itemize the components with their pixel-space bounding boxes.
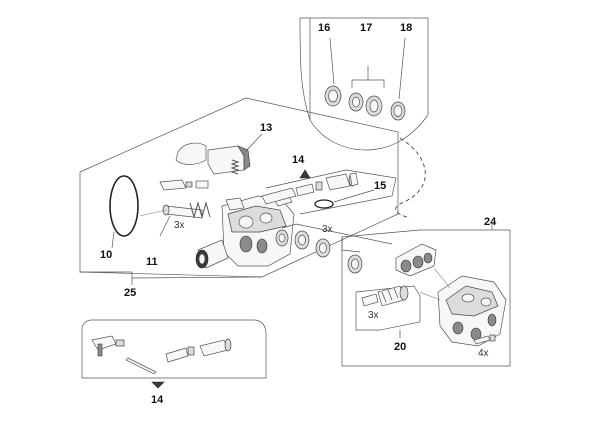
pump-body — [195, 191, 295, 269]
unloader-kit-14-lower — [81, 319, 267, 389]
group-25-outline — [79, 97, 399, 285]
qty-bolts: 4x — [478, 348, 489, 359]
inlet-connector — [195, 239, 229, 269]
bolts — [473, 334, 496, 345]
seal-ring-17 — [348, 92, 383, 117]
callout-14-top: 14 — [292, 154, 305, 166]
o-ring-15 — [314, 189, 375, 209]
callout-10: 10 — [100, 249, 112, 261]
valve-caps — [395, 243, 437, 277]
group-24-outline — [341, 222, 511, 367]
callout-16: 16 — [318, 22, 330, 34]
qty-piston: 3x — [174, 220, 185, 231]
callout-11: 11 — [146, 256, 158, 268]
callout-13: 13 — [260, 122, 272, 134]
quantity-labels: 3x 3x 3x 4x — [174, 220, 489, 359]
spring-13 — [230, 159, 240, 175]
o-ring-16 — [324, 85, 342, 107]
spacer-ring-upper — [275, 229, 289, 247]
qty-valves: 3x — [368, 310, 379, 321]
unloader-kit-14-upper — [261, 169, 397, 247]
callout-labels: 16 17 18 13 14 15 10 11 25 24 20 14 — [100, 22, 497, 406]
bracket-part — [91, 335, 117, 357]
callout-20: 20 — [394, 341, 406, 353]
arrow-14-top — [299, 169, 311, 179]
callout-17: 17 — [360, 22, 372, 34]
valve-kit-20 — [355, 285, 421, 338]
callout-25: 25 — [124, 287, 136, 299]
o-ring-18 — [390, 101, 406, 121]
callout-14-bottom: 14 — [151, 394, 164, 406]
connector-dashed-line — [395, 137, 426, 219]
o-ring-10 — [109, 175, 139, 249]
part-13-cover — [175, 133, 263, 175]
arrow-14-bottom — [151, 381, 165, 389]
callout-15: 15 — [374, 180, 386, 192]
seal-set — [281, 223, 393, 274]
inset-seal-kit — [299, 17, 429, 151]
piston-11 — [139, 201, 211, 237]
valve-parts-upper — [159, 179, 209, 191]
qty-seals: 3x — [322, 224, 333, 235]
pump-head — [419, 267, 507, 347]
callout-24: 24 — [484, 216, 497, 228]
callout-18: 18 — [400, 22, 412, 34]
